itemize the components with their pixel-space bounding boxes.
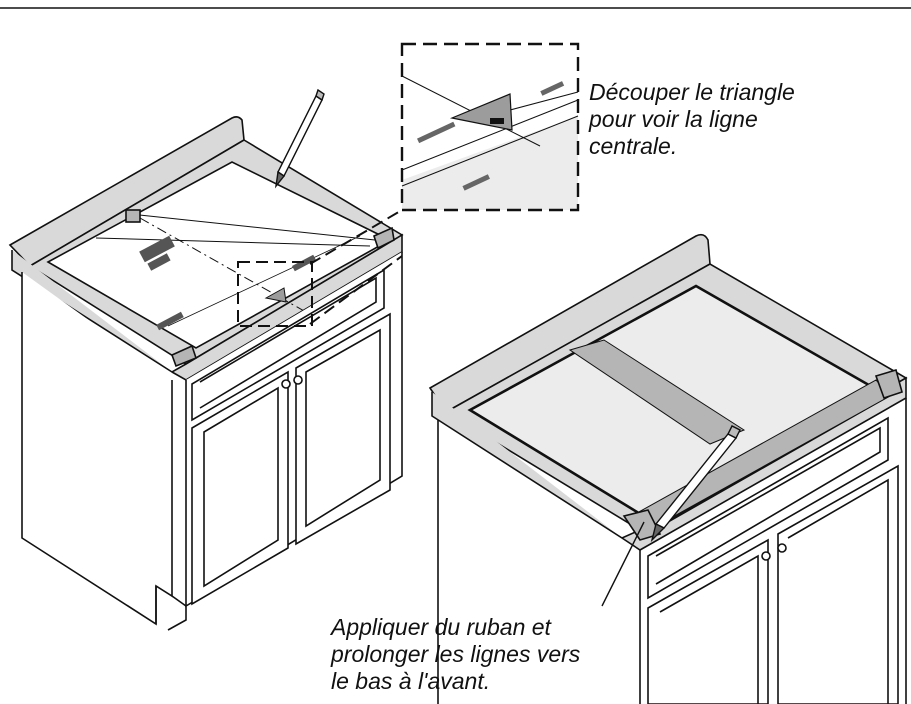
callout-cut-triangle: Découper le triangle pour voir la ligne … (589, 79, 889, 160)
right-cabinet-front (639, 398, 907, 704)
leader-line-tape (601, 521, 645, 607)
left-knob-2 (293, 375, 303, 385)
left-drawer (191, 268, 385, 422)
right-door-1 (647, 538, 769, 704)
callout-triangle-line-3: centrale. (589, 133, 678, 159)
left-door-1 (191, 370, 289, 606)
callout-apply-tape: Appliquer du ruban et prolonger les lign… (331, 614, 651, 695)
callout-tape-line-2: prolonger les lignes vers (331, 641, 581, 667)
small-triangle (264, 287, 287, 303)
pencil-icon (274, 88, 325, 189)
right-knob-1 (761, 551, 771, 561)
detail-box-large (400, 42, 580, 212)
left-tape-back (125, 209, 141, 223)
right-backsplash (428, 233, 711, 414)
callout-triangle-line-1: Découper le triangle (589, 79, 795, 105)
pencil-icon (650, 425, 741, 543)
left-tape-right (373, 226, 395, 250)
left-cabinet (8, 116, 404, 631)
right-tape-vertical (568, 339, 746, 445)
left-backsplash (8, 116, 245, 268)
callout-tape-line-1: Appliquer du ruban et (331, 614, 551, 640)
left-knob-1 (281, 379, 291, 389)
callout-triangle-line-2: pour voir la ligne (589, 106, 758, 132)
right-cabinet (428, 233, 908, 704)
right-knob-2 (777, 543, 787, 553)
callout-tape-line-3: le bas à l'avant. (331, 668, 491, 694)
left-door-2 (295, 312, 391, 546)
detail-box-small (237, 209, 403, 327)
left-tape-front (170, 344, 197, 368)
